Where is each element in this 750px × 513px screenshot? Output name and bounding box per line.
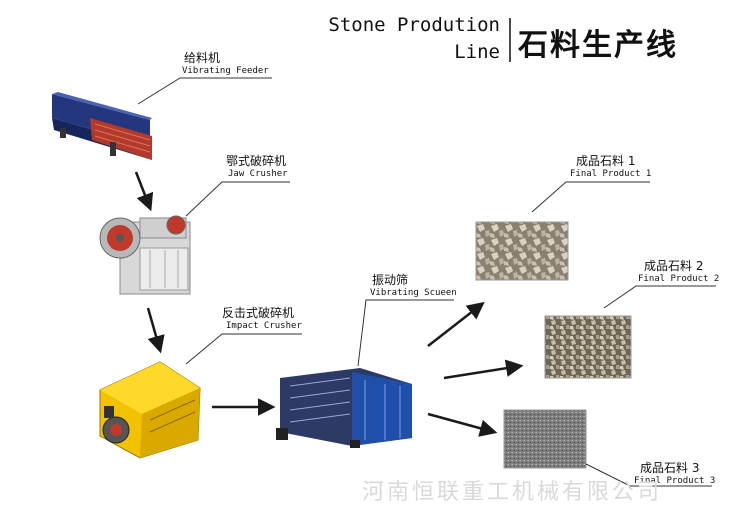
leader-jaw <box>185 181 290 217</box>
final-product-3-image <box>503 409 587 469</box>
leader-impact <box>185 333 302 365</box>
label-impact-en: Impact Crusher <box>226 321 302 331</box>
label-product-3-zh: 成品石料 3 <box>640 461 700 475</box>
label-product-1-en: Final Product 1 <box>570 169 652 179</box>
label-product-2-en: Final Product 2 <box>638 274 720 284</box>
title-english-line2: Line <box>454 41 500 63</box>
title-chinese: 石料生产线 <box>518 28 678 63</box>
leader-feeder <box>137 77 272 105</box>
leader-product-3 <box>585 463 712 487</box>
vibrating-feeder-image <box>52 92 152 160</box>
label-product-1-zh: 成品石料 1 <box>576 154 636 168</box>
leader-product-1 <box>531 181 650 213</box>
label-screen-zh: 振动筛 <box>372 273 409 287</box>
vibrating-screen-image <box>276 368 412 448</box>
label-product-2-zh: 成品石料 2 <box>644 259 704 273</box>
label-feeder-en: Vibrating Feeder <box>182 66 269 76</box>
final-product-2-image <box>544 315 632 379</box>
company-watermark: 河南恒联重工机械有限公司 <box>362 480 663 505</box>
label-impact-zh: 反击式破碎机 <box>222 306 295 320</box>
arrow-screen-to-product-3 <box>427 412 498 437</box>
arrow-screen-to-product-2 <box>443 359 524 380</box>
label-jaw-en: Jaw Crusher <box>228 169 288 179</box>
leader-screen <box>357 299 454 367</box>
jaw-crusher-image <box>99 215 191 295</box>
title-english: Stone Prodution Line <box>300 12 500 66</box>
arrow-feeder-to-jaw <box>134 171 154 212</box>
final-product-1-image <box>475 221 569 281</box>
label-feeder-zh: 给料机 <box>184 51 221 65</box>
label-screen-en: Vibrating Scueen <box>370 288 457 298</box>
arrow-jaw-to-impact <box>146 307 165 354</box>
arrow-screen-to-product-1 <box>427 301 485 347</box>
label-product-3-en: Final Product 3 <box>634 476 716 486</box>
leader-product-2 <box>603 285 716 309</box>
label-jaw-zh: 鄂式破碎机 <box>226 154 287 168</box>
title-english-line1: Stone Prodution <box>328 14 500 36</box>
impact-crusher-image <box>99 361 201 459</box>
